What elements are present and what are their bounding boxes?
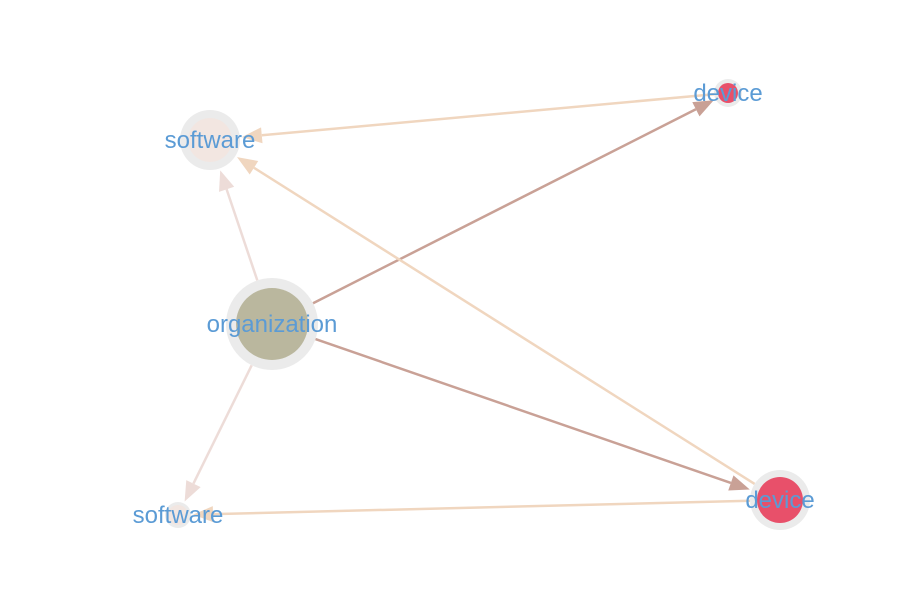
node-device_bottom[interactable]: [750, 470, 810, 530]
edge-line: [212, 499, 751, 516]
edge-line: [315, 337, 732, 485]
arrowhead-icon: [728, 475, 750, 491]
node-circle[interactable]: [236, 288, 308, 360]
edge-line: [192, 364, 253, 485]
edges-layer: [184, 93, 756, 523]
edge-organization-to-device_bottom: [315, 337, 750, 491]
arrowhead-icon: [219, 170, 235, 192]
labels-layer: software device organization device software: [133, 80, 815, 529]
edge-organization-to-device_top: [312, 100, 714, 305]
edge-line: [253, 166, 756, 486]
node-label: organization: [207, 311, 338, 338]
edge-device_top-to-software_top: [241, 93, 715, 144]
arrowhead-icon: [192, 506, 214, 523]
node-label: software: [133, 502, 224, 529]
node-software_bottom[interactable]: [165, 502, 191, 528]
arrowhead-icon: [692, 100, 714, 117]
arrowhead-icon: [184, 480, 201, 502]
node-circle[interactable]: [188, 118, 232, 162]
arrowhead-icon: [241, 127, 263, 144]
edge-line: [225, 188, 259, 281]
nodes-layer: [165, 79, 810, 530]
edge-device_bottom-to-software_top: [237, 157, 756, 486]
node-circle[interactable]: [168, 505, 188, 525]
edge-line: [312, 108, 697, 305]
edge-device_bottom-to-software_bottom: [192, 499, 751, 523]
edge-organization-to-software_bottom: [184, 364, 253, 502]
node-circle[interactable]: [757, 477, 803, 523]
node-device_top[interactable]: [714, 79, 742, 107]
arrowhead-icon: [237, 157, 259, 175]
node-organization[interactable]: [226, 278, 318, 370]
node-software_top[interactable]: [180, 110, 240, 170]
node-circle[interactable]: [718, 83, 738, 103]
node-label: device: [745, 487, 814, 514]
edge-organization-to-software_top: [219, 170, 259, 281]
node-label: device: [693, 80, 762, 107]
node-label: software: [165, 127, 256, 154]
edge-line: [261, 93, 715, 137]
